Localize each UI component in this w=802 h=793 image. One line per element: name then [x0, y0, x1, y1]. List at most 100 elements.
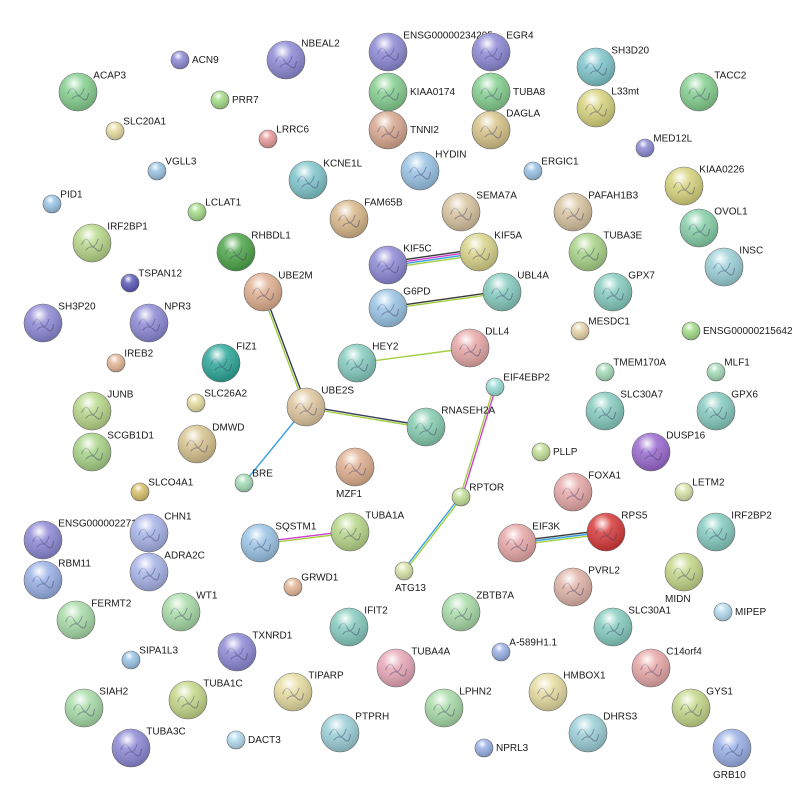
node-rps5[interactable]: RPS5 — [586, 511, 648, 552]
node-tuba3c[interactable]: TUBA3C — [111, 727, 186, 768]
node-fiz1[interactable]: FIZ1 — [201, 342, 257, 383]
node-eif4ebp2[interactable]: EIF4EBP2 — [485, 373, 550, 397]
node-fam65b[interactable]: FAM65B — [329, 198, 403, 239]
node-ifit2[interactable]: IFIT2 — [329, 606, 388, 647]
node-pllp[interactable]: PLLP — [531, 442, 578, 462]
node-acn9[interactable]: ACN9 — [170, 50, 219, 70]
node-lphn2[interactable]: LPHN2 — [424, 687, 492, 728]
node-kif5a[interactable]: KIF5A — [459, 231, 522, 272]
node-fermt2[interactable]: FERMT2 — [56, 599, 132, 640]
node-l33mt[interactable]: L33mt — [576, 87, 639, 128]
node-sipa1l3[interactable]: SIPA1L3 — [121, 646, 178, 670]
node-med12l[interactable]: MED12L — [635, 134, 693, 158]
node-tacc2[interactable]: TACC2 — [679, 71, 747, 112]
node-insc[interactable]: INSC — [704, 246, 763, 287]
node-kcne1l[interactable]: KCNE1L — [288, 159, 363, 200]
node-pid1[interactable]: PID1 — [42, 190, 83, 214]
node-gpx7[interactable]: GPX7 — [593, 271, 655, 312]
node-sqstm1[interactable]: SQSTM1 — [240, 522, 317, 563]
node-siah2[interactable]: SIAH2 — [64, 687, 129, 728]
node-ergic1[interactable]: ERGIC1 — [523, 157, 579, 181]
node-slc26a2[interactable]: SLC26A2 — [186, 389, 248, 413]
node-eif3k[interactable]: EIF3K — [497, 522, 560, 563]
node-ovol1[interactable]: OVOL1 — [679, 207, 748, 248]
node-atg13[interactable]: ATG13 — [394, 561, 426, 594]
node-bre[interactable]: BRE — [234, 469, 273, 493]
node-pafah1b3[interactable]: PAFAH1B3 — [553, 191, 639, 232]
node-dmwd[interactable]: DMWD — [177, 423, 245, 464]
node-letm2[interactable]: LETM2 — [674, 478, 725, 502]
node-acap3[interactable]: ACAP3 — [58, 71, 127, 112]
node-mlf1[interactable]: MLF1 — [706, 358, 750, 382]
node-dhrs3[interactable]: DHRS3 — [568, 712, 638, 753]
node-tuba1a[interactable]: TUBA1A — [330, 511, 405, 552]
node-hmbox1[interactable]: HMBOX1 — [528, 671, 606, 712]
node-sema7a[interactable]: SEMA7A — [441, 191, 517, 232]
node-dact3[interactable]: DACT3 — [226, 730, 281, 750]
node-g6pd[interactable]: G6PD — [368, 287, 431, 328]
node-chn1[interactable]: CHN1 — [129, 512, 192, 553]
node-tiparp[interactable]: TIPARP — [273, 671, 344, 712]
node-dll4[interactable]: DLL4 — [450, 327, 510, 368]
node-lrrc6[interactable]: LRRC6 — [258, 125, 310, 149]
node-hydin[interactable]: HYDIN — [400, 150, 466, 191]
node-slc20a1[interactable]: SLC20A1 — [105, 117, 167, 141]
node-gys1[interactable]: GYS1 — [671, 687, 733, 728]
node-mipep[interactable]: MIPEP — [713, 602, 766, 622]
node-tuba3e[interactable]: TUBA3E — [568, 231, 643, 272]
node-ube2m[interactable]: UBE2M — [243, 271, 313, 312]
node-rbm11[interactable]: RBM11 — [23, 559, 91, 600]
node-adra2c[interactable]: ADRA2C — [129, 551, 205, 592]
node-rptor[interactable]: RPTOR — [451, 483, 504, 507]
node-irf2bp2[interactable]: IRF2BP2 — [696, 511, 772, 552]
node-junb[interactable]: JUNB — [72, 390, 134, 431]
node-lclat1[interactable]: LCLAT1 — [187, 198, 242, 222]
node-slc30a1[interactable]: SLC30A1 — [593, 606, 672, 647]
node-rnaseh2a[interactable]: RNASEH2A — [406, 406, 496, 447]
node-rhbdl1[interactable]: RHBDL1 — [216, 231, 291, 272]
node-ube2s[interactable]: UBE2S — [286, 386, 354, 427]
node-dusp16[interactable]: DUSP16 — [631, 431, 706, 472]
node-mzf1[interactable]: MZF1 — [335, 447, 375, 500]
node-ensg00000215642[interactable]: ENSG00000215642 — [681, 321, 793, 341]
node-slco4a1[interactable]: SLCO4A1 — [130, 478, 194, 502]
node-kiaa0174[interactable]: KIAA0174 — [368, 72, 455, 112]
node-dagla[interactable]: DAGLA — [471, 109, 541, 150]
edge-UBE2S-RNASEH2A[interactable] — [305, 405, 427, 429]
node-a-589h1.1[interactable]: A-589H1.1 — [491, 638, 558, 662]
node-zbtb7a[interactable]: ZBTB7A — [441, 591, 514, 632]
node-ensg00000227156[interactable]: ENSG00000227156 — [23, 519, 148, 560]
node-tmem170a[interactable]: TMEM170A — [595, 358, 666, 382]
node-vgll3[interactable]: VGLL3 — [147, 157, 197, 181]
node-npr3[interactable]: NPR3 — [129, 302, 191, 343]
node-txnrd1[interactable]: TXNRD1 — [217, 631, 293, 672]
node-nprl3[interactable]: NPRL3 — [474, 738, 529, 758]
node-sh3p20[interactable]: SH3P20 — [23, 302, 96, 343]
node-kif5c[interactable]: KIF5C — [368, 244, 432, 285]
node-foxa1[interactable]: FOXA1 — [553, 471, 622, 512]
node-ubl4a[interactable]: UBL4A — [482, 271, 549, 312]
edge-RPTOR-ATG13[interactable] — [402, 495, 463, 573]
node-midn[interactable]: MIDN — [664, 552, 704, 605]
node-ireb2[interactable]: IREB2 — [106, 349, 154, 373]
node-hey2[interactable]: HEY2 — [337, 342, 399, 383]
node-tspan12[interactable]: TSPAN12 — [120, 269, 182, 293]
node-pvrl2[interactable]: PVRL2 — [553, 566, 620, 607]
edge-EIF4EBP2-RPTOR[interactable] — [459, 386, 497, 498]
node-tuba1c[interactable]: TUBA1C — [168, 679, 243, 720]
node-wt1[interactable]: WT1 — [161, 591, 218, 632]
node-kiaa0226[interactable]: KIAA0226 — [664, 165, 745, 206]
node-ensg00000234295[interactable]: ENSG00000234295 — [368, 31, 493, 72]
node-nbeal2[interactable]: NBEAL2 — [266, 39, 340, 80]
node-slc30a7[interactable]: SLC30A7 — [585, 390, 664, 431]
node-egr4[interactable]: EGR4 — [471, 31, 534, 72]
node-scgb1d1[interactable]: SCGB1D1 — [72, 431, 154, 472]
node-sh3d20[interactable]: SH3D20 — [576, 46, 650, 87]
node-prr7[interactable]: PRR7 — [210, 90, 259, 110]
node-gpx6[interactable]: GPX6 — [696, 390, 758, 431]
node-grb10[interactable]: GRB10 — [712, 728, 752, 781]
node-tuba4a[interactable]: TUBA4A — [376, 647, 451, 688]
node-tnni2[interactable]: TNNI2 — [368, 110, 439, 150]
node-ptprh[interactable]: PTPRH — [320, 712, 389, 753]
node-mesdc1[interactable]: MESDC1 — [570, 317, 630, 341]
